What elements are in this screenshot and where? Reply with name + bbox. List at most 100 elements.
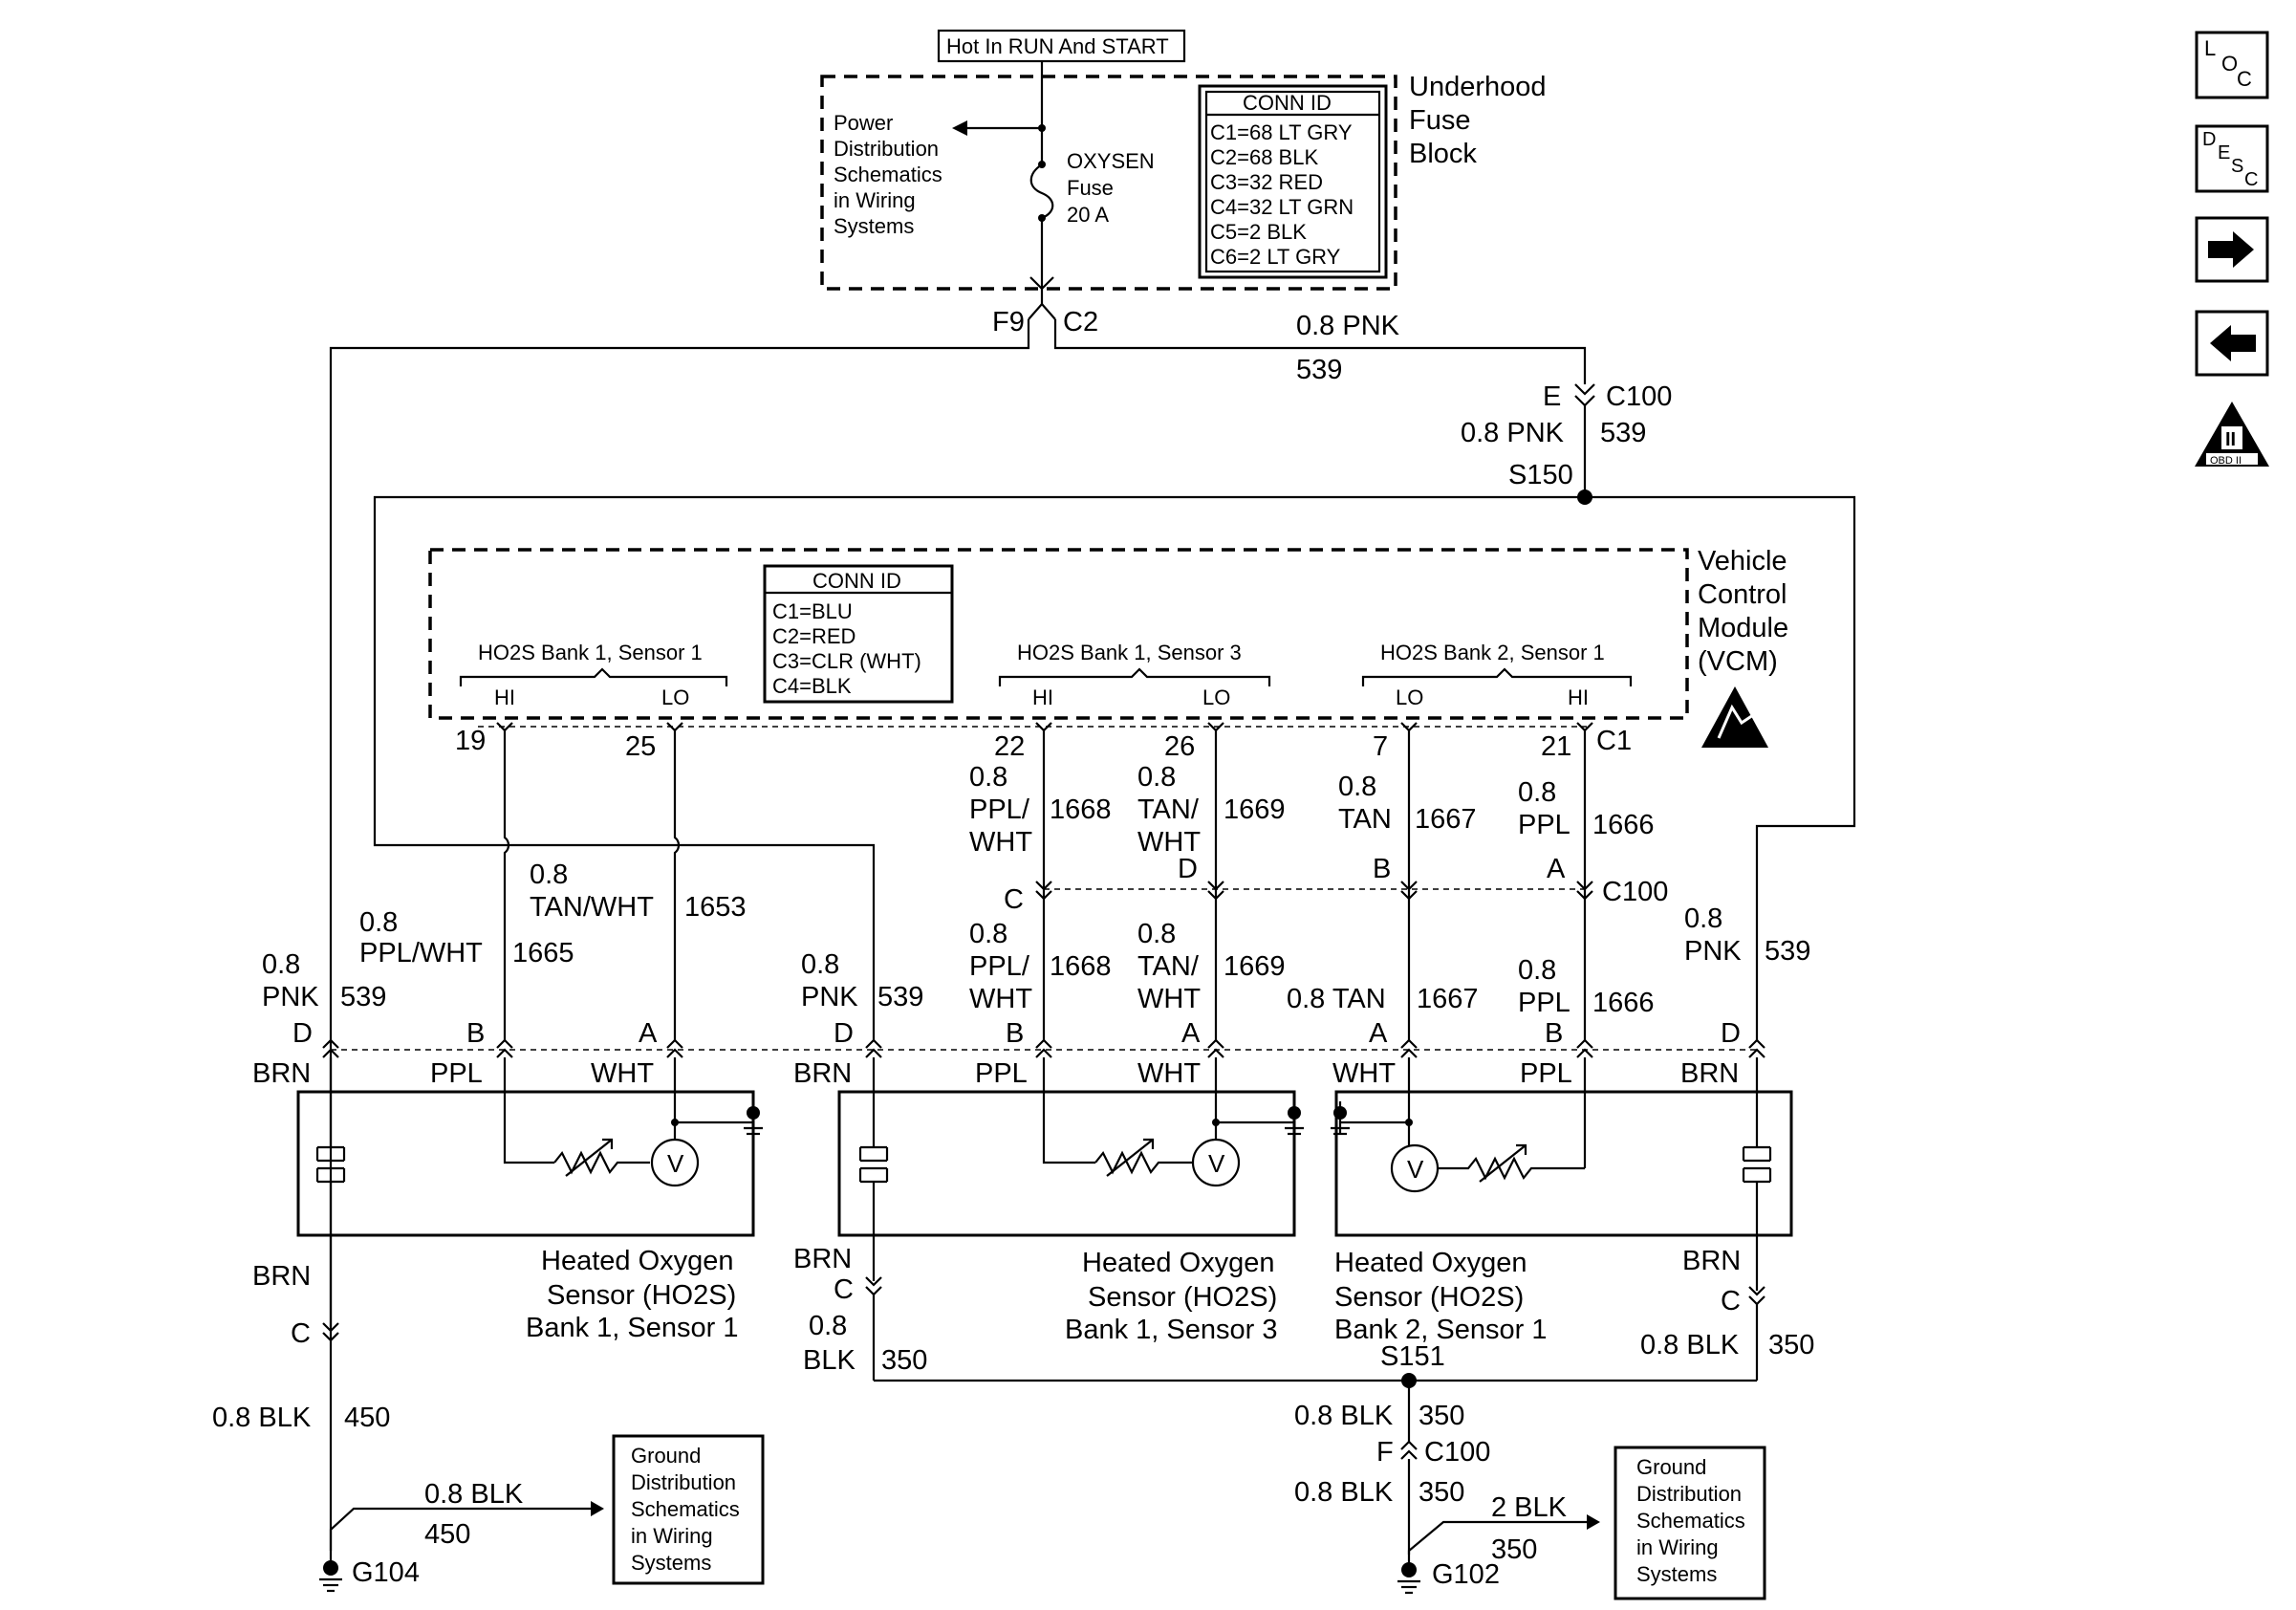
wire-label-pnk-right: 0.8 PNK 539 [1684, 903, 1810, 967]
svg-text:CONN ID: CONN ID [1243, 91, 1332, 115]
loc-button[interactable]: L O C [2195, 31, 2269, 99]
svg-text:0.8: 0.8 [1338, 772, 1376, 802]
wire-label-b1s1-lo: 0.8 TAN/WHT 1653 [530, 859, 747, 923]
svg-text:C: C [1721, 1286, 1741, 1316]
svg-text:S151: S151 [1380, 1341, 1445, 1372]
svg-text:0.8: 0.8 [262, 949, 300, 980]
wire-label-ground-mid: 0.8 BLK 350 [803, 1311, 927, 1376]
svg-text:PNK: PNK [262, 982, 319, 1012]
svg-text:20 A: 20 A [1067, 203, 1109, 227]
sensor-b1s1-name: Heated Oxygen Sensor (HO2S) Bank 1, Sens… [526, 1246, 738, 1343]
desc-button[interactable]: D E S C [2195, 124, 2269, 193]
svg-text:V: V [1208, 1149, 1225, 1178]
top-bus-wire-label: 0.8 PNK 539 [1296, 311, 1400, 385]
svg-text:D: D [292, 1018, 313, 1049]
svg-text:D: D [1178, 854, 1198, 884]
svg-text:450: 450 [344, 1403, 390, 1433]
svg-text:B: B [1373, 854, 1391, 884]
svg-text:PPL/: PPL/ [969, 794, 1030, 825]
svg-text:BRN: BRN [252, 1261, 311, 1292]
svg-text:539: 539 [1765, 936, 1810, 967]
svg-text:F9: F9 [992, 307, 1025, 337]
svg-text:C: C [2237, 67, 2252, 91]
next-arrow-button[interactable] [2195, 216, 2269, 283]
svg-text:Bank 1, Sensor 1: Bank 1, Sensor 1 [526, 1313, 738, 1343]
svg-text:BRN: BRN [1682, 1246, 1741, 1276]
svg-text:1667: 1667 [1415, 804, 1477, 835]
svg-text:LO: LO [1396, 685, 1423, 709]
wire-label-b2s1-hi-upper: 0.8 PPL 1666 [1518, 777, 1655, 840]
svg-text:0.8 BLK: 0.8 BLK [1640, 1330, 1740, 1360]
svg-text:0.8: 0.8 [359, 907, 398, 938]
svg-text:Ground: Ground [1636, 1455, 1706, 1479]
wire-label-b1s3-hi-upper: 0.8 PPL/ WHT 1668 [969, 762, 1112, 858]
svg-text:V: V [1407, 1155, 1424, 1184]
prev-arrow-button[interactable] [2195, 310, 2269, 377]
wire-label-b2s1-lo-lower: 0.8 TAN 1667 [1287, 984, 1479, 1014]
svg-text:1665: 1665 [512, 938, 574, 968]
svg-text:TAN: TAN [1338, 804, 1392, 835]
vcm-pins: 19 25 22 26 7 21 C1 [455, 726, 1632, 762]
svg-text:in Wiring: in Wiring [1636, 1535, 1719, 1559]
svg-text:PPL/: PPL/ [969, 951, 1030, 982]
variable-resistor-icon [1094, 1138, 1193, 1177]
svg-text:Block: Block [1409, 139, 1477, 169]
vcm-label: Vehicle Control Module (VCM) [1698, 546, 1788, 677]
svg-text:G104: G104 [352, 1557, 420, 1588]
svg-text:Hot In RUN And START: Hot In RUN And START [946, 34, 1169, 58]
svg-text:1668: 1668 [1050, 794, 1112, 825]
svg-text:TAN/: TAN/ [1137, 794, 1200, 825]
svg-text:A: A [1547, 854, 1566, 884]
ground-ref-arrow-icon [591, 1501, 604, 1516]
svg-text:0.8: 0.8 [1137, 919, 1176, 949]
svg-text:1666: 1666 [1592, 988, 1655, 1018]
svg-text:BRN: BRN [252, 1058, 311, 1089]
svg-text:LO: LO [1202, 685, 1230, 709]
svg-text:V: V [667, 1149, 684, 1178]
sensor-b1s3: D B A BRN PPL WHT V [793, 1018, 1304, 1345]
svg-text:C100: C100 [1424, 1437, 1490, 1468]
svg-text:Control: Control [1698, 579, 1787, 610]
sensor-b2s1: A B D WHT PPL BRN V [1331, 1018, 1793, 1345]
svg-text:Distribution: Distribution [631, 1470, 736, 1494]
c100-mid-marks [1035, 881, 1593, 901]
obd-ii-button[interactable]: II OBD II [2195, 402, 2269, 467]
svg-text:TAN/: TAN/ [1137, 951, 1200, 982]
svg-text:PPL: PPL [430, 1058, 483, 1089]
svg-text:0.8: 0.8 [530, 859, 568, 890]
svg-text:0.8: 0.8 [1518, 955, 1556, 986]
fuse-icon [1029, 163, 1054, 220]
svg-text:350: 350 [1491, 1534, 1537, 1565]
ground-distribution-ref-left: Ground Distribution Schematics in Wiring… [612, 1434, 765, 1585]
svg-text:BLK: BLK [803, 1345, 856, 1376]
svg-text:Bank 2, Sensor 1: Bank 2, Sensor 1 [1334, 1315, 1547, 1345]
svg-text:C: C [291, 1318, 311, 1349]
svg-text:2 BLK: 2 BLK [1491, 1492, 1568, 1523]
svg-text:HI: HI [1568, 685, 1589, 709]
svg-text:1667: 1667 [1417, 984, 1479, 1014]
svg-text:OXYSEN: OXYSEN [1067, 149, 1155, 173]
svg-text:1669: 1669 [1224, 794, 1286, 825]
svg-text:C5=2 BLK: C5=2 BLK [1210, 220, 1307, 244]
svg-text:WHT: WHT [969, 984, 1032, 1014]
svg-text:0.8: 0.8 [801, 949, 839, 980]
ground-g102-icon [1397, 1562, 1420, 1595]
svg-text:G102: G102 [1432, 1559, 1500, 1590]
svg-text:PPL: PPL [975, 1058, 1028, 1089]
svg-text:C1=68 LT GRY: C1=68 LT GRY [1210, 120, 1353, 144]
svg-text:B: B [1545, 1018, 1563, 1049]
svg-text:in Wiring: in Wiring [834, 188, 916, 212]
wire-label-b2s1-lo-upper: 0.8 TAN 1667 [1338, 772, 1477, 835]
svg-text:539: 539 [340, 982, 386, 1012]
svg-text:WHT: WHT [591, 1058, 654, 1089]
svg-text:Sensor (HO2S): Sensor (HO2S) [1088, 1282, 1277, 1313]
svg-text:C2: C2 [1063, 307, 1098, 337]
svg-text:0.8: 0.8 [809, 1311, 847, 1341]
svg-text:0.8 BLK: 0.8 BLK [424, 1479, 524, 1510]
wire-label-b1s1-hi: 0.8 PPL/WHT 1665 [359, 907, 574, 968]
svg-text:PNK: PNK [801, 982, 858, 1012]
svg-text:WHT: WHT [1137, 1058, 1201, 1089]
svg-text:WHT: WHT [1137, 827, 1201, 858]
svg-text:0.8 BLK: 0.8 BLK [1294, 1477, 1394, 1508]
